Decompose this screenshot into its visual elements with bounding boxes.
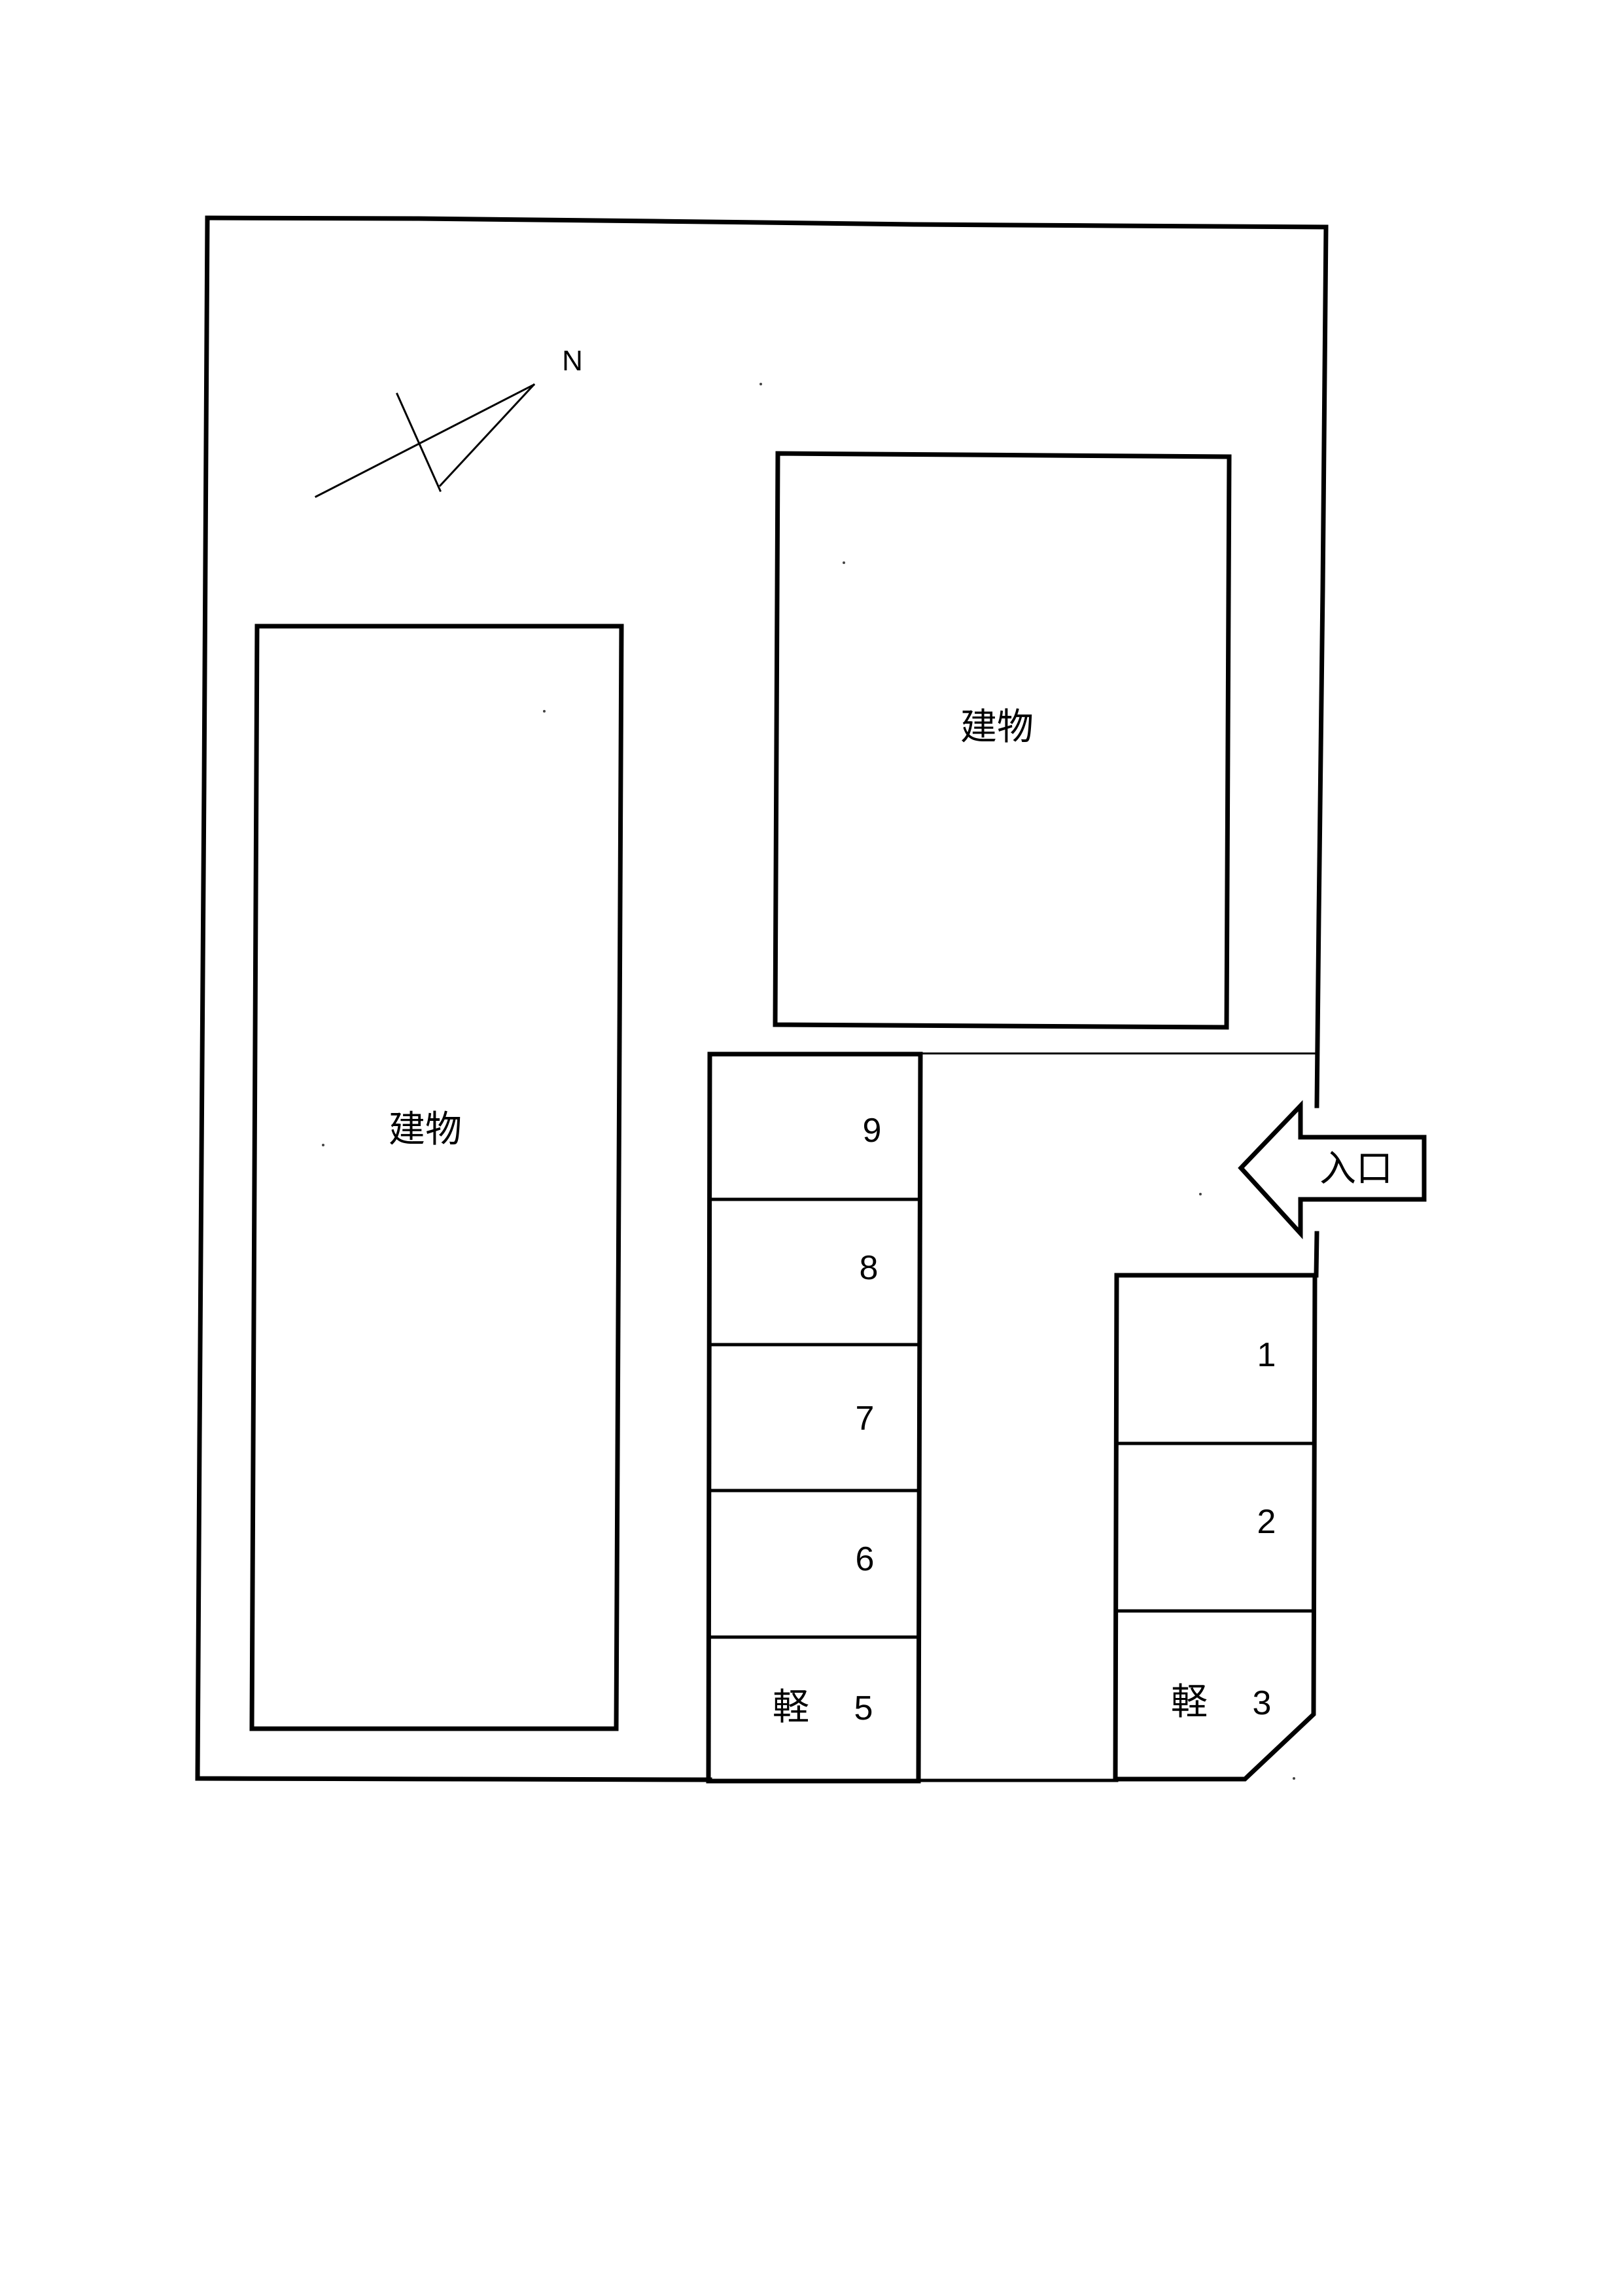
right-building-label: 建物 bbox=[960, 706, 1034, 749]
compass-north-label: N bbox=[562, 345, 583, 377]
parking-space-3-kei-label: 軽 bbox=[1171, 1681, 1208, 1723]
scan-noise bbox=[322, 383, 1295, 1780]
parking-space-5-kei-label: 軽 bbox=[773, 1686, 809, 1729]
parking-space-1-number: 1 bbox=[1257, 1336, 1276, 1374]
parking-space-8-number: 8 bbox=[860, 1249, 879, 1287]
entrance-arrow: 入口 bbox=[1238, 1100, 1427, 1240]
parking-space-9-number: 9 bbox=[863, 1112, 882, 1150]
parking-space-2-number: 2 bbox=[1257, 1503, 1276, 1541]
parking-column-a: 9 8 7 6 軽 5 bbox=[706, 1051, 923, 1784]
parking-space-7-number: 7 bbox=[856, 1400, 875, 1438]
parking-space-6-number: 6 bbox=[856, 1540, 875, 1578]
left-building: 建物 bbox=[249, 624, 624, 1731]
lot-boundary bbox=[205, 215, 1329, 1108]
arrow-left-icon bbox=[1238, 1100, 1427, 1240]
right-building: 建物 bbox=[773, 451, 1232, 1030]
parking-space-5-number: 5 bbox=[854, 1689, 873, 1727]
compass-icon: N bbox=[314, 345, 583, 499]
parking-space-3-number: 3 bbox=[1253, 1684, 1272, 1722]
lot-boundary-right-lower bbox=[1314, 1231, 1319, 1278]
entrance-label: 入口 bbox=[1319, 1148, 1393, 1190]
parking-column-b: 1 2 軽 3 bbox=[1113, 1273, 1318, 1782]
left-building-label: 建物 bbox=[389, 1108, 462, 1151]
lot-boundary-left-bottom bbox=[195, 215, 712, 1782]
